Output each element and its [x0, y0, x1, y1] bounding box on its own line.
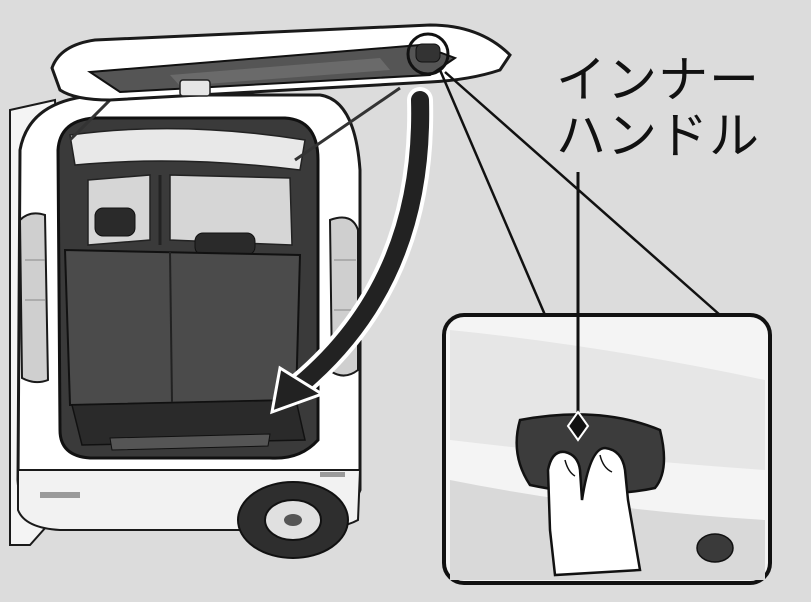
handle-closeup-inset — [442, 313, 772, 585]
cargo-interior — [56, 53, 401, 460]
inner-handle-label: インナー ハンドル — [556, 52, 760, 164]
tailgate — [50, 23, 512, 102]
inner-handle-label-line1: インナー — [556, 51, 760, 109]
inner-handle-label-line2: ハンドル — [556, 107, 760, 165]
close-direction-arrow — [270, 87, 434, 415]
label-leader-line — [566, 172, 590, 442]
zoom-callout-lines — [438, 69, 721, 316]
